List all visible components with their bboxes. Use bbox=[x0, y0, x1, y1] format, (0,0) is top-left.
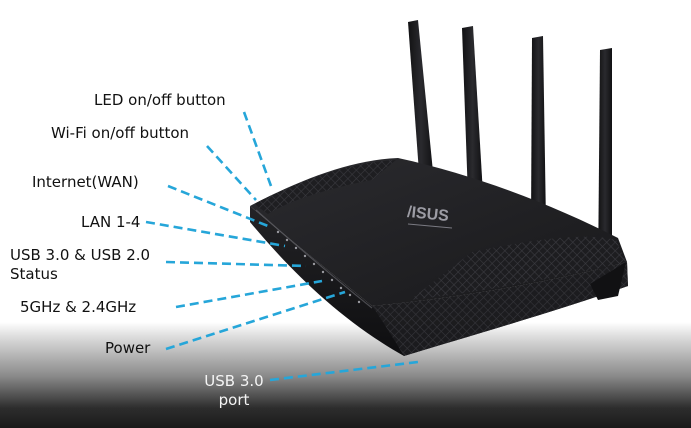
antenna-4 bbox=[598, 48, 612, 278]
callout-usb-status: USB 3.0 & USB 2.0 Status bbox=[10, 246, 151, 283]
callout-usb-port: USB 3.0 port bbox=[204, 372, 264, 409]
leader-line-led bbox=[242, 111, 273, 187]
callout-lan-ports: LAN 1-4 bbox=[81, 213, 141, 231]
leader-line-usb-status bbox=[165, 260, 307, 268]
callout-wifi-bands: 5GHz & 2.4GHz bbox=[20, 298, 137, 316]
router-body: /ISUS bbox=[250, 158, 628, 356]
leader-line-wifi bbox=[206, 145, 257, 201]
callout-wifi-button: Wi-Fi on/off button bbox=[51, 124, 190, 142]
leader-line-lan bbox=[145, 220, 286, 248]
brand-logo: /ISUS bbox=[406, 204, 450, 225]
led-indicator-row bbox=[276, 230, 361, 304]
leader-line-power bbox=[165, 290, 346, 351]
antenna-3 bbox=[531, 36, 546, 226]
antennas bbox=[408, 20, 612, 278]
leader-lines bbox=[145, 111, 419, 382]
leader-line-wifi-bands bbox=[175, 279, 323, 309]
callout-power: Power bbox=[105, 339, 151, 357]
antenna-1 bbox=[408, 20, 434, 186]
callout-internet-wan: Internet(WAN) bbox=[32, 173, 139, 191]
leader-line-usb-port bbox=[269, 360, 419, 382]
leader-line-wan bbox=[167, 184, 269, 228]
antenna-2 bbox=[462, 26, 483, 197]
callout-led-button: LED on/off button bbox=[94, 91, 226, 109]
